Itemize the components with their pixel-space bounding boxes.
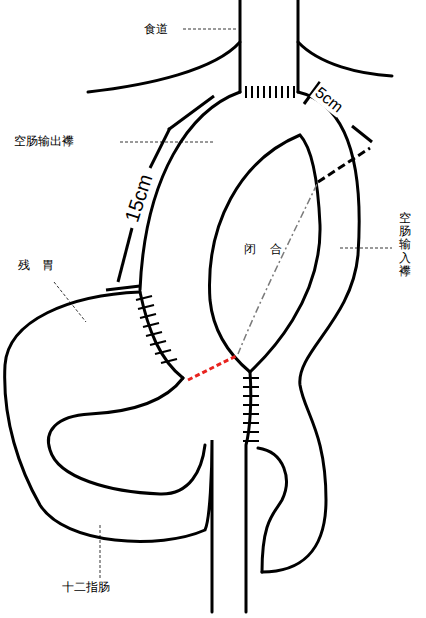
dimension-label: 15cm [119,169,158,227]
organ-label: 食道 [144,22,168,36]
organ-label: 空肠输出襻 [14,134,74,148]
organ-label: 十二指肠 [62,580,110,594]
dimension-label: 5cm [310,81,349,117]
organ-label: 残胃 [18,258,66,272]
organ-label: 闭合 [244,242,296,256]
organ-label: 空肠输入襻 [399,212,411,278]
